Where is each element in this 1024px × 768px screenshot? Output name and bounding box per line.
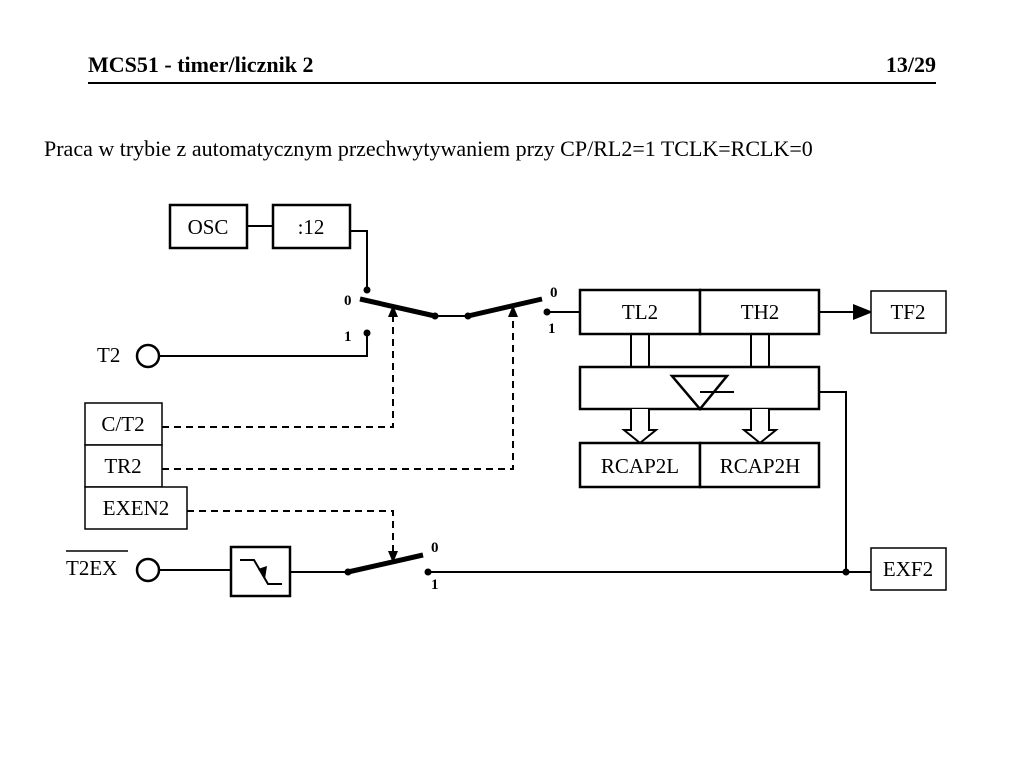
rcap2l-register: RCAP2L (578, 441, 702, 489)
control-arrowheads (388, 305, 518, 563)
t2ex-pin-label: T2EX (66, 556, 117, 580)
t2-pin: T2 (97, 343, 161, 369)
exen2-label: EXEN2 (103, 496, 170, 520)
capture-arrows (621, 409, 779, 445)
tf2-flag: TF2 (870, 290, 947, 334)
rcap2h-label: RCAP2H (720, 454, 801, 478)
tr2-label: TR2 (104, 454, 141, 478)
tr2-switch-pos-1: 1 (548, 321, 556, 337)
t2ex-pin: T2EX (66, 550, 161, 583)
tf2-label: TF2 (890, 300, 925, 324)
t2-pin-label: T2 (97, 343, 120, 367)
osc-block: OSC (168, 203, 249, 250)
ct2-switch-pos-1: 1 (344, 329, 352, 345)
ct2-bit: C/T2 (84, 402, 163, 446)
slide-title: MCS51 - timer/licznik 2 (88, 52, 314, 77)
osc-label: OSC (188, 215, 229, 239)
divider-block: :12 (271, 203, 352, 250)
exen2-switch-pos-1: 1 (431, 577, 439, 593)
th2-label: TH2 (741, 300, 780, 324)
ct2-label: C/T2 (101, 412, 144, 436)
tr2-bit: TR2 (84, 444, 163, 488)
exf2-flag: EXF2 (870, 547, 947, 591)
exf2-label: EXF2 (883, 557, 933, 581)
exen2-bit: EXEN2 (84, 486, 188, 530)
divider-label: :12 (298, 215, 325, 239)
exen2-switch-pos-0: 0 (431, 540, 439, 556)
capture-latch (578, 365, 821, 411)
tl2-label: TL2 (622, 300, 658, 324)
rcap2l-label: RCAP2L (601, 454, 679, 478)
ct2-switch: 0 1 (344, 286, 439, 345)
slide-header: MCS51 - timer/licznik 2 13/29 (88, 50, 936, 84)
page-number: 13/29 (885, 52, 936, 77)
tr2-switch-pos-0: 0 (550, 285, 558, 301)
subtitle: Praca w trybie z automatycznym przechwyt… (44, 136, 813, 161)
rcap2h-register: RCAP2H (698, 441, 821, 489)
tl2-register: TL2 (578, 288, 702, 336)
register-bus (630, 334, 770, 367)
th2-register: TH2 (698, 288, 821, 336)
control-lines (162, 316, 514, 556)
edge-detector (229, 545, 292, 598)
ct2-switch-pos-0: 0 (344, 293, 352, 309)
exen2-switch: 0 1 (344, 540, 439, 593)
